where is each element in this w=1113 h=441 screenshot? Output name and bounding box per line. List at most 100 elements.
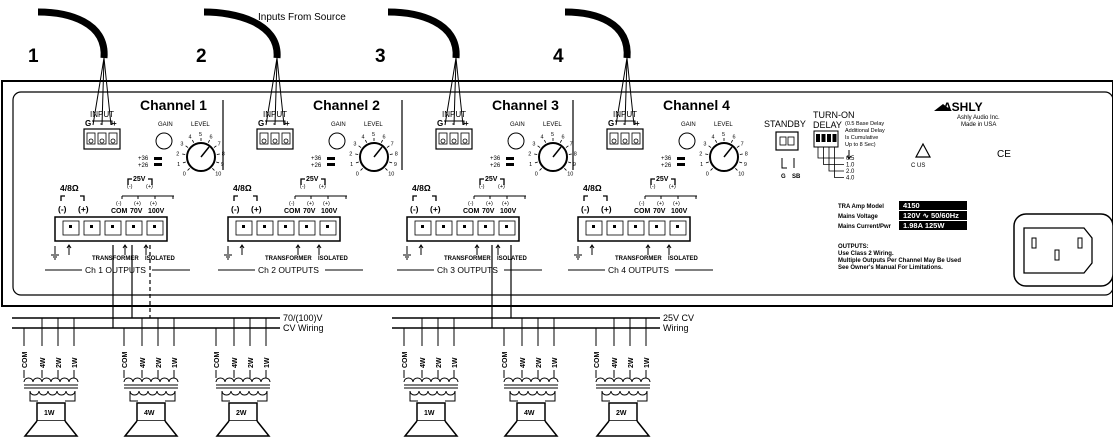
input-pin <box>631 132 641 145</box>
level-tick: 4 <box>189 135 192 141</box>
v25-pos: (+) <box>498 184 505 190</box>
outputs-note-line: Use Class 2 Wiring. <box>838 251 894 257</box>
level-tick-mark <box>216 161 220 164</box>
delay-label: DELAY <box>813 120 842 130</box>
output-arrow <box>589 244 595 255</box>
input-minus-label: - <box>273 119 276 128</box>
output-arrow <box>122 244 128 255</box>
cable-wire <box>103 57 112 126</box>
tap-label: 2W <box>628 357 635 368</box>
spec-label: Mains Current/Pwr <box>838 224 892 230</box>
output-screw <box>132 225 135 228</box>
out-pos1: (+) <box>486 201 493 207</box>
input-pin <box>259 132 269 145</box>
speaker-cone <box>23 420 79 437</box>
spec-label: Mains Voltage <box>838 214 879 220</box>
output-terminal <box>627 220 645 236</box>
standby-label: STANDBY <box>764 119 806 129</box>
output-screw <box>613 225 616 228</box>
out-neg: (-) <box>116 201 122 207</box>
wiring-label-right-2: Wiring <box>663 323 689 333</box>
output-screw <box>326 225 329 228</box>
input-screw <box>283 138 289 144</box>
delay-value: 2.0 <box>846 169 855 175</box>
standby-sb: SB <box>792 174 801 180</box>
output-arrow <box>295 244 301 255</box>
output-terminal <box>277 220 295 236</box>
level-pointer <box>200 146 210 158</box>
output-screw <box>505 225 508 228</box>
input-g-label: G <box>85 119 91 128</box>
output-terminal <box>298 220 316 236</box>
gain-label: GAIN <box>158 122 173 128</box>
output-screw <box>442 225 445 228</box>
gain-indicator <box>677 163 685 166</box>
tap-label: 1W <box>644 357 651 368</box>
tap-label: COM <box>214 352 221 369</box>
cable-number-4: 4 <box>553 46 564 67</box>
amp-chassis <box>1 80 1113 307</box>
level-tick: 7 <box>218 141 221 147</box>
level-tick: 5 <box>722 132 725 138</box>
level-tick: 8 <box>574 151 577 157</box>
tap-label: 4W <box>612 357 619 368</box>
cable-wire <box>615 57 628 126</box>
input-screw <box>110 138 116 144</box>
v25-bracket <box>127 178 153 185</box>
level-tick-mark <box>386 145 390 148</box>
transformer-secondary <box>409 390 456 396</box>
ohms-label: 4/8Ω <box>583 183 602 193</box>
gain-plus26: +26 <box>661 163 672 169</box>
speaker-cone <box>123 420 179 437</box>
wiring-label-right-1: 25V CV <box>663 313 694 323</box>
out-neg: (-) <box>639 201 645 207</box>
ohms-neg: (-) <box>581 204 590 214</box>
v25-bracket <box>650 178 676 185</box>
power-pin <box>1031 237 1037 249</box>
gain-indicator <box>154 163 162 166</box>
standby-pin <box>787 136 795 146</box>
cable-3 <box>387 8 460 59</box>
tap-label: 2W <box>156 357 163 368</box>
level-tick: 6 <box>382 135 385 141</box>
gain-plus36: +36 <box>311 156 322 162</box>
input-screw <box>622 138 628 144</box>
input-screw <box>261 138 267 144</box>
out-pos2: (+) <box>323 201 330 207</box>
cable-wire <box>274 57 278 126</box>
output-terminal <box>648 220 666 236</box>
level-tick: 1 <box>350 162 353 168</box>
out-100v: 100V <box>671 208 688 215</box>
out-com: COM <box>111 208 128 215</box>
level-tick: 6 <box>209 135 212 141</box>
gain-indicator <box>327 157 335 160</box>
output-terminal <box>435 220 453 236</box>
ohms-label: 4/8Ω <box>233 183 252 193</box>
gain-indicator <box>506 157 514 160</box>
speaker-watt-label: 2W <box>236 410 247 417</box>
out-neg: (-) <box>468 201 474 207</box>
tap-label: 4W <box>420 357 427 368</box>
gain-plus26: +26 <box>138 163 149 169</box>
tap-label: 4W <box>232 357 239 368</box>
level-tick-mark <box>389 161 393 164</box>
input-bracket <box>92 120 113 125</box>
output-terminal <box>319 220 337 236</box>
gain-indicator <box>154 157 162 160</box>
speaker-lead <box>221 391 268 402</box>
speaker-lead <box>29 391 76 402</box>
output-terminal <box>104 220 122 236</box>
gain-plus36: +36 <box>490 156 501 162</box>
level-tick: 9 <box>744 162 747 168</box>
level-tick: 0 <box>183 171 186 177</box>
level-pointer <box>373 146 383 158</box>
output-bracket <box>473 195 526 199</box>
transformer-label: TRANSFORMER <box>615 256 662 262</box>
level-tick: 3 <box>353 141 356 147</box>
channel-title: Channel 3 <box>492 97 559 113</box>
